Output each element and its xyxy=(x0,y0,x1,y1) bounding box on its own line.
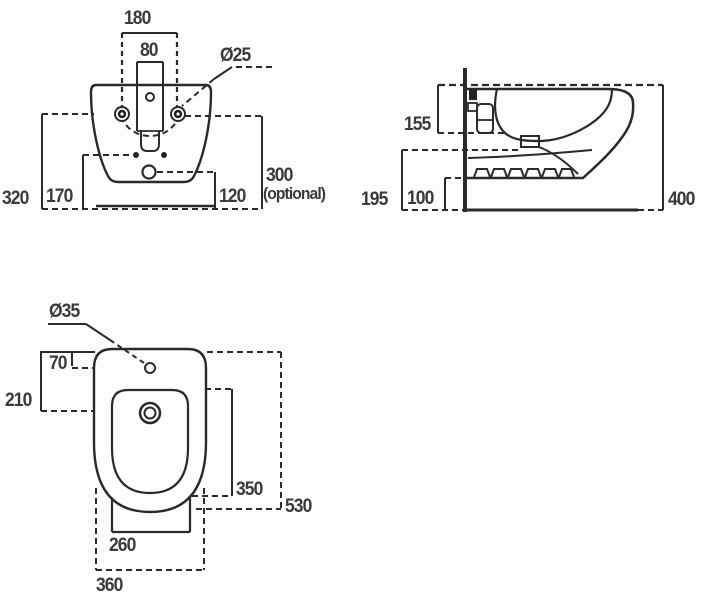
dim-label-optional-note: (optional) xyxy=(263,184,326,203)
dim-label-height-120: 120 xyxy=(219,186,246,207)
dim-label-width-360: 360 xyxy=(96,575,123,596)
dim-label-tap-dia-35: Ø35 xyxy=(49,301,80,322)
plan-view-drawing xyxy=(40,323,282,571)
dim-label-hole-dia-25: Ø25 xyxy=(220,45,251,66)
dim-label-height-155: 155 xyxy=(404,114,431,135)
dim-label-offset-70: 70 xyxy=(49,353,68,374)
dim-label-height-320: 320 xyxy=(2,188,29,209)
side-view-drawing xyxy=(401,68,664,212)
rear-view-drawing xyxy=(41,32,272,210)
dim-label-offset-210: 210 xyxy=(5,390,32,411)
dim-label-width-260: 260 xyxy=(109,535,136,556)
dim-label-height-300: 300 xyxy=(266,165,293,186)
dim-label-height-400: 400 xyxy=(668,189,695,210)
dim-label-channel-80: 80 xyxy=(140,40,159,61)
dim-label-fixing-centres-180: 180 xyxy=(124,8,151,29)
dim-label-length-350: 350 xyxy=(236,479,263,500)
dim-label-height-170: 170 xyxy=(46,186,73,207)
dim-label-height-100: 100 xyxy=(407,188,434,209)
dim-label-height-195: 195 xyxy=(361,189,388,210)
dim-label-depth-530: 530 xyxy=(285,496,312,517)
